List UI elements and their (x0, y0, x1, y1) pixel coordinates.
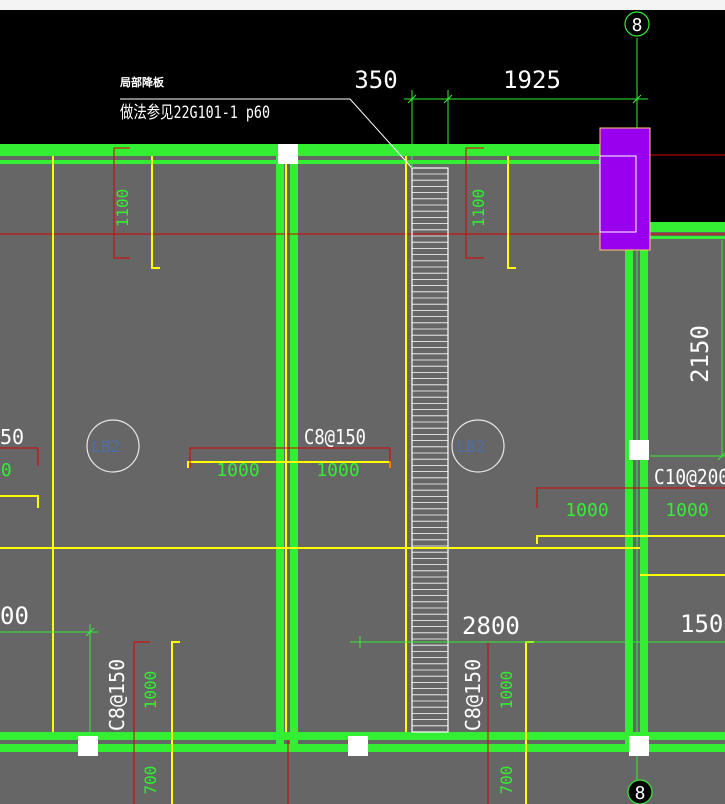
length-1000-a: 1000 (216, 460, 259, 481)
cad-drawing-canvas[interactable]: 8 8 LB2 LB2 局部降板 做法参见22G101-1 p60 350 19… (0, 10, 725, 804)
partial-label-50: 50 (0, 425, 24, 449)
partial-length-left: 00 (0, 460, 12, 481)
length-1100-left: 1100 (113, 189, 132, 228)
partial-label-00: 00 (0, 602, 29, 630)
lower-dimension-lines (0, 624, 725, 740)
slab-tag-label-2: LB2 (457, 437, 486, 456)
note-title: 局部降板 (119, 75, 165, 89)
slab-area-left (0, 144, 640, 804)
slab-tag-circle-1 (86, 419, 140, 473)
note-leader-line (120, 98, 413, 169)
grid-bubble-top-label: 8 (632, 15, 643, 36)
slab-drop-hatch (412, 173, 448, 727)
length-1000-e: 1000 (141, 671, 160, 710)
dim-350: 350 (354, 66, 397, 94)
column-inner-outline (599, 155, 637, 233)
dim-2150: 2150 (686, 325, 714, 383)
slab-tag-label-1: LB2 (92, 437, 121, 456)
joint-squares (78, 144, 649, 756)
column-block (599, 127, 651, 251)
length-1000-b: 1000 (316, 460, 359, 481)
dim-1925: 1925 (503, 66, 561, 94)
slab-drop-hatch-frame (411, 167, 449, 733)
top-dimension-lines (404, 90, 648, 168)
grid-bubble-top (624, 11, 650, 37)
grid-bubble-bottom-label: 8 (635, 783, 646, 804)
yellow-slab-lines (0, 156, 725, 804)
slab-tag-circle-2 (451, 419, 505, 473)
rebar-c10-200: C10@200 (654, 465, 725, 489)
length-700-left: 700 (141, 766, 160, 795)
rebar-c8-150-left: C8@150 (105, 659, 129, 731)
dim-1500: 1500 (680, 610, 725, 638)
length-1000-c: 1000 (565, 500, 608, 521)
dim-2800: 2800 (462, 612, 520, 640)
length-1000-d: 1000 (665, 500, 708, 521)
rebar-c8-150-right: C8@150 (461, 659, 485, 731)
length-1000-f: 1000 (497, 671, 516, 710)
note-reference: 做法参见22G101-1 p60 (120, 103, 270, 123)
grid-bubble-bottom (627, 779, 653, 804)
length-1100-right: 1100 (469, 189, 488, 228)
rebar-c8-150-mid: C8@150 (304, 425, 366, 449)
length-700-right: 700 (497, 766, 516, 795)
top-toolbar-strip (0, 0, 725, 10)
